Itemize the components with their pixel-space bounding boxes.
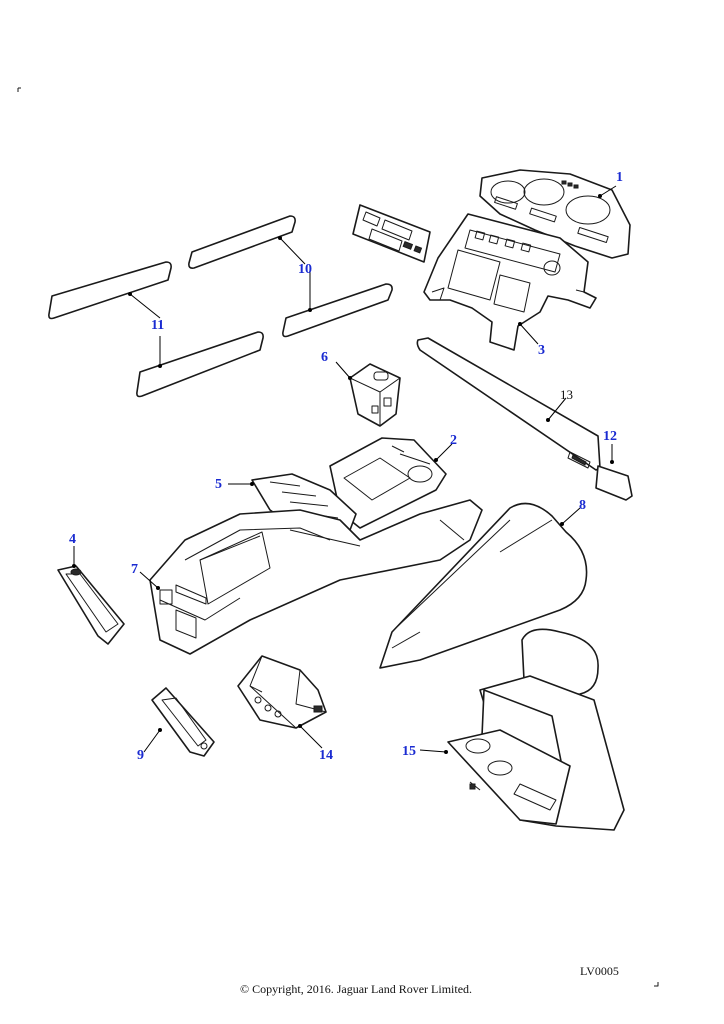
callout-11: 11 (151, 318, 164, 333)
callout-15: 15 (402, 744, 416, 759)
part-12-trim-plate (595, 465, 633, 501)
center-console (149, 499, 483, 655)
callout-4: 4 (69, 532, 76, 547)
radio-unit (352, 204, 431, 263)
reference-code: LV0005 (580, 964, 619, 978)
callout-14: 14 (319, 748, 333, 763)
copyright-notice: © Copyright, 2016. Jaguar Land Rover Lim… (240, 982, 472, 996)
callout-6: 6 (321, 350, 328, 365)
part-6-bracket (349, 363, 401, 427)
callout-13: 13 (560, 387, 573, 402)
part-10-trim-panels (188, 215, 393, 338)
callout-8: 8 (579, 498, 586, 513)
corner-mark-top (17, 87, 21, 92)
callout-1: 1 (616, 170, 623, 185)
part-9-trim (151, 687, 215, 757)
part-1-instrument-surround (479, 169, 631, 259)
part-14-rear-unit (237, 655, 327, 729)
part-13-trim-strip (416, 337, 601, 471)
part-2-shift-surround (329, 437, 447, 529)
callouts: 1 2 3 4 5 6 7 8 9 10 11 12 13 14 15 (69, 170, 623, 763)
callout-7: 7 (131, 562, 138, 577)
callout-9: 9 (137, 748, 144, 763)
callout-2: 2 (450, 433, 457, 448)
part-4-storage-tray (57, 565, 125, 645)
part-3-center-fascia (423, 213, 597, 351)
part-15-seat-table (447, 628, 625, 831)
callout-12: 12 (603, 429, 617, 444)
corner-mark-bottom (654, 982, 659, 987)
part-8-side-panel (379, 502, 588, 669)
callout-5: 5 (215, 477, 222, 492)
leader-lines (72, 185, 617, 754)
part-11-trim-panels (48, 261, 264, 398)
callout-10: 10 (298, 262, 312, 277)
callout-3: 3 (538, 343, 545, 358)
